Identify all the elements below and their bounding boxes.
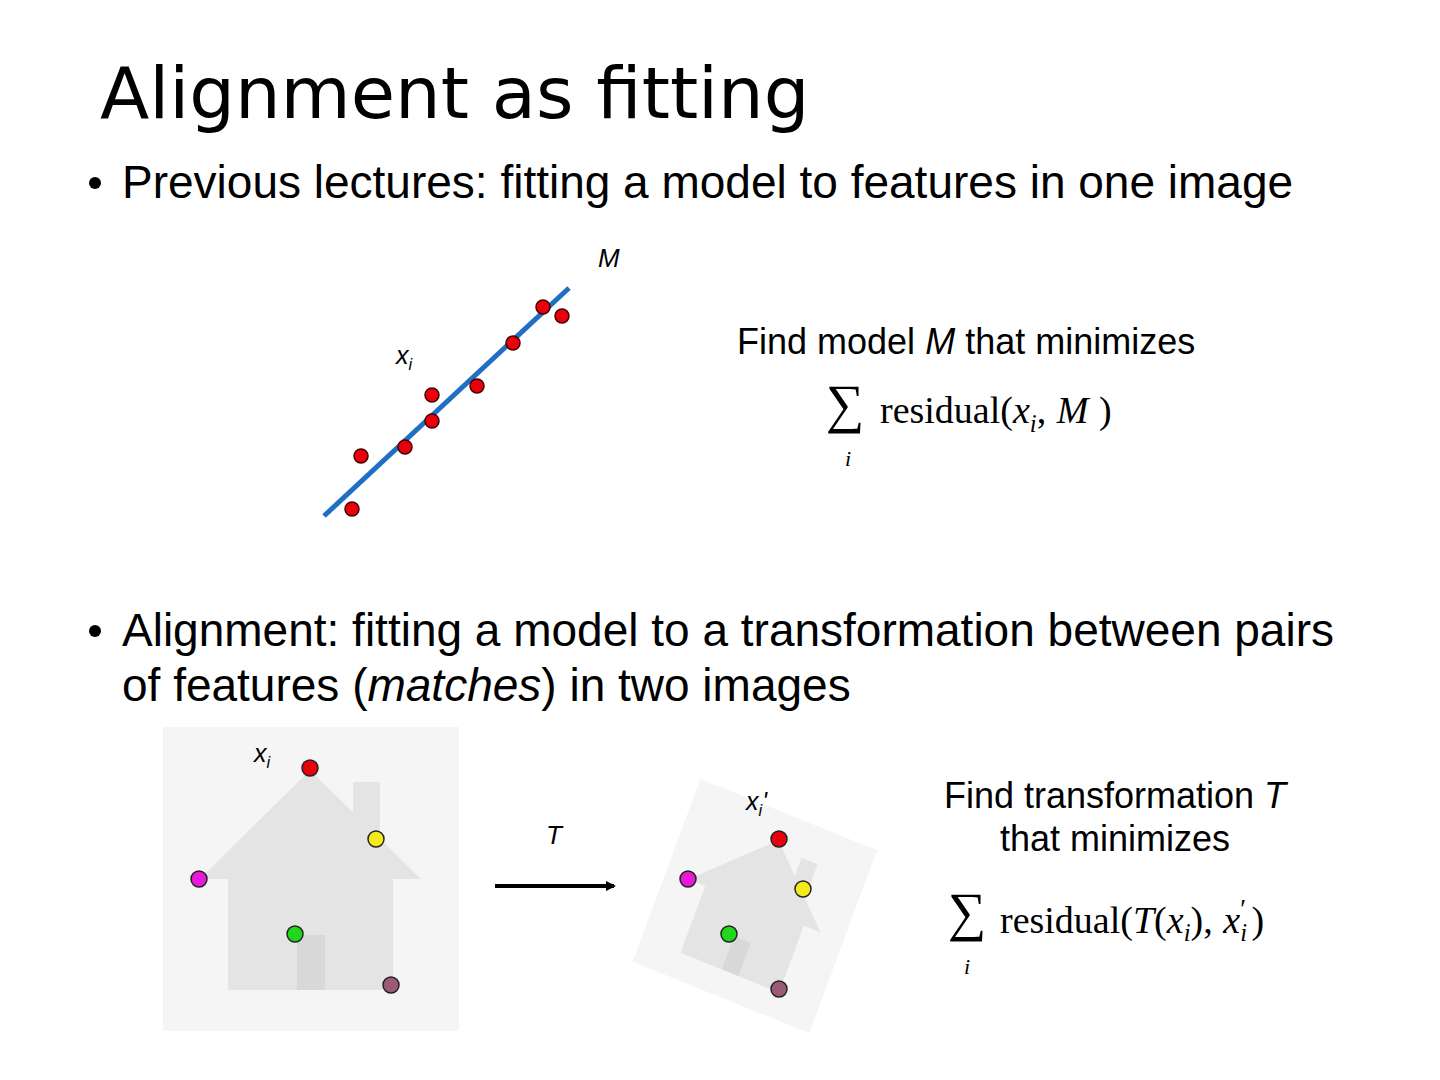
- transform-label: T: [546, 820, 562, 850]
- sum-index: i: [964, 954, 970, 979]
- point-label: x: [396, 341, 409, 369]
- formula: x: [1167, 899, 1184, 941]
- formula-caption: T: [1264, 775, 1286, 816]
- formula-caption: that minimizes: [965, 321, 1195, 362]
- data-points: [345, 300, 569, 516]
- model-line: [324, 288, 569, 516]
- formula-caption: that minimizes: [1000, 818, 1230, 859]
- formula: M: [1057, 389, 1089, 431]
- formula: residual(: [880, 389, 1013, 431]
- sum-index-group: i: [845, 446, 851, 472]
- formula: T: [1133, 899, 1154, 941]
- bullet: [89, 177, 101, 189]
- formula-caption: Find transformation: [944, 775, 1254, 816]
- formula: ): [1252, 899, 1265, 941]
- formula: i: [1030, 410, 1037, 437]
- formula-caption-group: Find transformationTthat minimizes: [900, 774, 1330, 860]
- bullet-text: Previous lectures: fitting a model to fe…: [122, 156, 1293, 208]
- formula: ),: [1190, 899, 1212, 941]
- formula-caption: M: [925, 321, 955, 362]
- formula-caption-group: Find modelMthat minimizes: [737, 320, 1195, 363]
- bullet-text: ) in two images: [541, 659, 850, 711]
- house-left: [163, 727, 459, 1031]
- formula: i: [1240, 919, 1247, 946]
- formula-group: residual(xi,M): [880, 388, 1112, 438]
- point-label: x: [746, 787, 759, 815]
- sum-index-group: i: [964, 954, 970, 980]
- formula-group: residual(T(xi),x′i): [1000, 894, 1264, 948]
- point-label-group: xi': [746, 786, 767, 820]
- house-right: [633, 779, 877, 1033]
- transform-arrow: [495, 884, 614, 888]
- point-label: i: [409, 355, 413, 373]
- sum-symbol-group: ∑: [948, 880, 987, 945]
- point-label: i: [267, 753, 271, 771]
- point-label: x: [254, 739, 267, 767]
- model-label: M: [598, 243, 620, 273]
- formula: ): [1099, 389, 1112, 431]
- point-label-group: xi: [396, 340, 412, 374]
- formula: i: [1184, 919, 1191, 946]
- feature-points: [191, 760, 811, 997]
- slide-title: Alignment as fitting: [100, 50, 809, 136]
- bullet-text-group: Alignment: fitting a model to a transfor…: [122, 603, 1352, 713]
- formula-caption: Find model: [737, 321, 915, 362]
- point-label-group: xi: [254, 738, 270, 772]
- transform-label-group: T: [546, 820, 562, 851]
- sum-symbol: ∑: [826, 374, 865, 434]
- formula: ,: [1037, 389, 1047, 431]
- bullet-text-group: Previous lectures: fitting a model to fe…: [122, 155, 1352, 210]
- bullet: [89, 625, 101, 637]
- point-label: i: [759, 801, 763, 819]
- model-label-group: M: [598, 243, 620, 274]
- bullet-text: matches: [367, 659, 541, 711]
- formula: (: [1154, 899, 1167, 941]
- sum-symbol: ∑: [948, 882, 987, 942]
- formula: x: [1223, 899, 1240, 941]
- sum-symbol-group: ∑: [826, 372, 865, 437]
- sum-index: i: [845, 446, 851, 471]
- formula: residual(: [1000, 899, 1133, 941]
- formula: x: [1013, 389, 1030, 431]
- point-label: ': [762, 787, 767, 815]
